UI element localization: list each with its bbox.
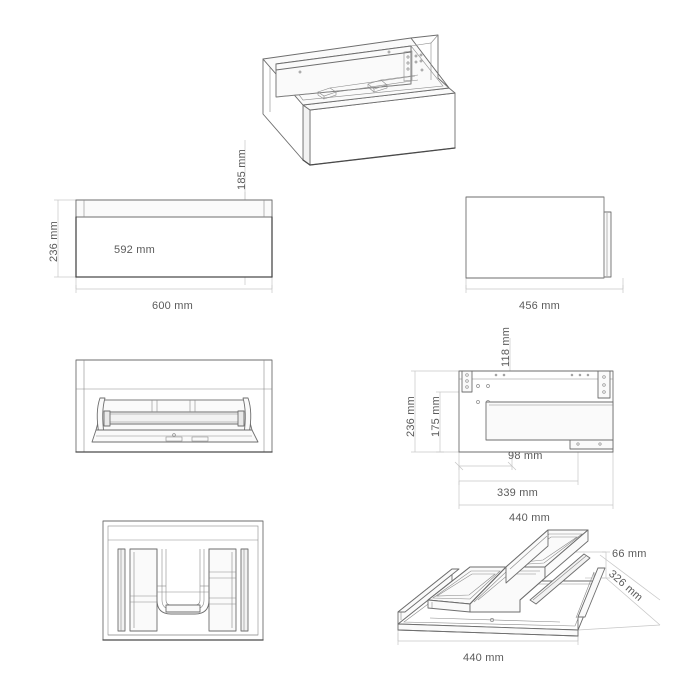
dim-section-height-overall: 236 mm [405, 396, 417, 437]
dim-front-width-overall: 600 mm [152, 300, 193, 312]
dim-section-depth-small: 98 mm [508, 450, 543, 462]
dim-front-inner-height: 185 mm [236, 149, 248, 190]
dim-side-depth: 456 mm [519, 300, 560, 312]
view-isometric-insert [397, 529, 661, 645]
dim-insert-height: 66 mm [612, 548, 647, 560]
dim-insert-width: 440 mm [463, 652, 504, 664]
view-front-section [75, 359, 273, 453]
dim-section-depth-mid: 339 mm [497, 487, 538, 499]
view-side-section [411, 338, 614, 509]
dim-section-height-top: 118 mm [500, 326, 512, 367]
dim-section-height-inner: 175 mm [430, 396, 442, 437]
dim-section-depth-overall: 440 mm [509, 512, 550, 524]
dim-front-inner-width: 592 mm [114, 244, 155, 256]
view-side-elevation [465, 196, 624, 293]
view-front-elevation [54, 140, 273, 293]
dim-front-height-overall: 236 mm [48, 221, 60, 262]
view-isometric-open-drawer [262, 34, 456, 166]
view-top-plan-insert [102, 520, 264, 641]
